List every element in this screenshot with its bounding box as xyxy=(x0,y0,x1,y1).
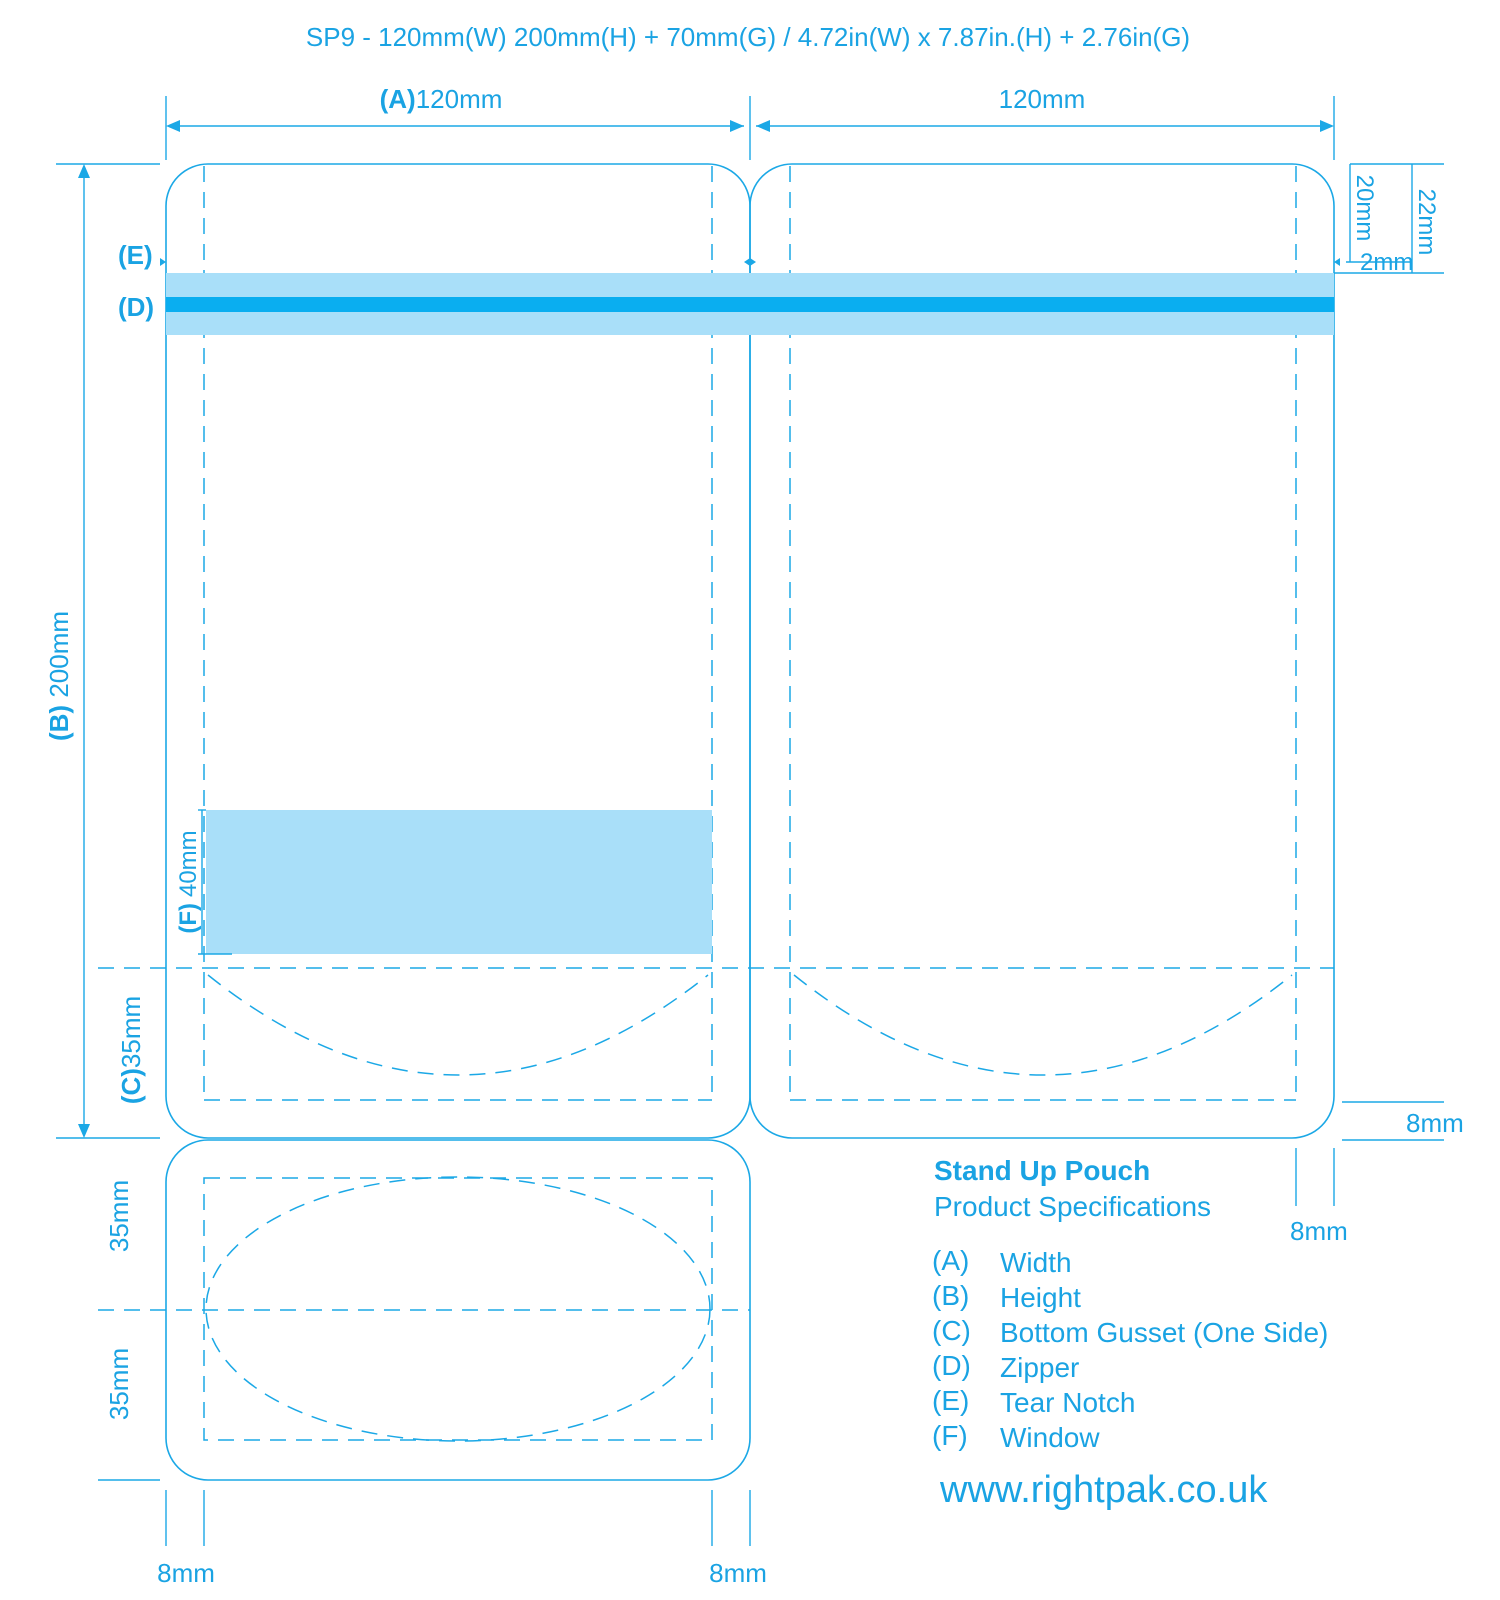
legend-label-a: Width xyxy=(1000,1247,1072,1278)
bottom-gusset-panel xyxy=(98,1139,751,1481)
back-panel xyxy=(749,163,1335,1139)
legend-title: Stand Up Pouch xyxy=(934,1155,1150,1186)
width-letter: (A) xyxy=(380,84,416,114)
window-area xyxy=(206,810,712,954)
width-back-value: 120mm xyxy=(999,84,1086,114)
legend-key-d: (D) xyxy=(932,1350,971,1381)
legend-label-e: Tear Notch xyxy=(1000,1387,1135,1418)
window-letter: (F) xyxy=(175,903,202,934)
legend-key-c: (C) xyxy=(932,1315,971,1346)
height-dimension: (B) 200mm xyxy=(44,163,160,1139)
seal-bottom-right-label: 8mm xyxy=(709,1558,767,1588)
bottom-seal-dimensions: 8mm 8mm xyxy=(157,1490,767,1588)
legend-key-a: (A) xyxy=(932,1245,969,1276)
zipper-offset-label: 20mm xyxy=(1351,175,1378,242)
zipper-label: (D) xyxy=(118,292,154,322)
seal-right-lower-label: 8mm xyxy=(1290,1216,1348,1246)
legend: Stand Up Pouch Product Specifications (A… xyxy=(932,1155,1328,1453)
svg-text:(A)120mm: (A)120mm xyxy=(380,84,503,114)
svg-text:(F)40mm: (F) 40mm xyxy=(175,830,202,933)
legend-label-f: Window xyxy=(1000,1422,1100,1453)
gusset-value: 35mm xyxy=(116,996,146,1068)
window-dimension: (F) 40mm xyxy=(175,809,232,955)
height-value: 200mm xyxy=(44,611,74,705)
legend-label-b: Height xyxy=(1000,1282,1081,1313)
gusset-dimension: (C)35mm xyxy=(116,996,146,1104)
total-top-label: 22mm xyxy=(1413,189,1440,256)
legend-key-e: (E) xyxy=(932,1385,969,1416)
gusset-bottom-half-label: 35mm xyxy=(104,1348,134,1420)
top-offset-dimensions: 20mm 22mm 2mm xyxy=(1334,163,1444,276)
gusset-top-half-label: 35mm xyxy=(104,1180,134,1252)
tear-notch-label: (E) xyxy=(118,240,153,270)
height-letter: (B) xyxy=(44,705,74,741)
width-dimension-back: 120mm xyxy=(756,84,1335,160)
legend-subtitle: Product Specifications xyxy=(934,1191,1211,1222)
seal-right-label: 8mm xyxy=(1406,1108,1464,1138)
tear-notch-gap-label: 2mm xyxy=(1360,249,1413,276)
tear-notch-markers xyxy=(160,258,1340,266)
legend-key-b: (B) xyxy=(932,1280,969,1311)
legend-key-f: (F) xyxy=(932,1420,968,1451)
window-height-value: 40mm xyxy=(175,830,202,897)
right-seal-dimensions: 8mm 8mm xyxy=(1290,1101,1464,1246)
diagram-title: SP9 - 120mm(W) 200mm(H) + 70mm(G) / 4.72… xyxy=(306,22,1190,52)
width-dimension-front: (A)120mm xyxy=(165,84,751,160)
svg-text:(B) 200mm: (B) 200mm xyxy=(44,611,74,741)
website-url: www.rightpak.co.uk xyxy=(939,1469,1268,1511)
width-value: 120mm xyxy=(416,84,503,114)
seal-bottom-left-label: 8mm xyxy=(157,1558,215,1588)
legend-label-c: Bottom Gusset (One Side) xyxy=(1000,1317,1328,1348)
gusset-letter: (C) xyxy=(116,1068,146,1104)
zipper-band xyxy=(166,273,1334,335)
legend-label-d: Zipper xyxy=(1000,1352,1079,1383)
